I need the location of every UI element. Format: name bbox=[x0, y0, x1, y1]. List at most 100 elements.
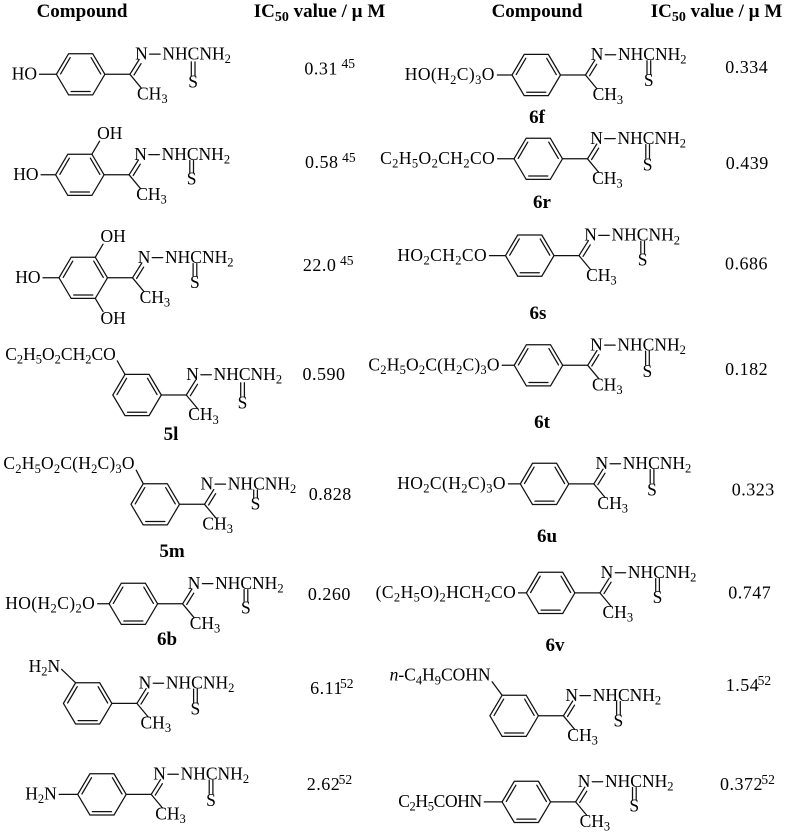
svg-text:S: S bbox=[187, 169, 197, 189]
svg-text:0.58: 0.58 bbox=[305, 152, 339, 172]
svg-text:22.0: 22.0 bbox=[303, 255, 337, 275]
svg-text:N: N bbox=[596, 453, 609, 473]
svg-text:OH: OH bbox=[97, 123, 123, 143]
svg-text:NHCNH2: NHCNH2 bbox=[215, 573, 283, 596]
svg-text:Compound: Compound bbox=[492, 1, 583, 22]
svg-text:S: S bbox=[251, 494, 261, 514]
svg-text:CH3: CH3 bbox=[592, 168, 623, 191]
svg-text:OH: OH bbox=[101, 226, 127, 246]
svg-text:N: N bbox=[590, 128, 603, 148]
svg-text:HO: HO bbox=[15, 267, 40, 287]
svg-text:H2N: H2N bbox=[25, 784, 57, 807]
svg-text:HO(H2C)3O: HO(H2C)3O bbox=[405, 64, 495, 87]
svg-text:CH3: CH3 bbox=[136, 184, 167, 207]
svg-text:CH3: CH3 bbox=[190, 613, 221, 636]
svg-text:0.31: 0.31 bbox=[304, 58, 338, 78]
svg-text:0.686: 0.686 bbox=[725, 253, 768, 273]
svg-text:S: S bbox=[643, 361, 653, 381]
svg-text:S: S bbox=[643, 154, 653, 174]
svg-text:IC50 value / µ M: IC50 value / µ M bbox=[254, 1, 386, 25]
svg-text:52: 52 bbox=[758, 673, 772, 688]
svg-text:52: 52 bbox=[340, 676, 354, 691]
svg-text:N: N bbox=[139, 673, 152, 693]
svg-text:S: S bbox=[241, 598, 251, 618]
svg-text:2.62: 2.62 bbox=[307, 774, 341, 794]
svg-text:CH3: CH3 bbox=[603, 602, 634, 625]
svg-text:C2H5COHN: C2H5COHN bbox=[398, 791, 482, 814]
svg-text:IC50 value / µ M: IC50 value / µ M bbox=[651, 1, 783, 25]
svg-text:0.323: 0.323 bbox=[732, 480, 775, 500]
svg-text:S: S bbox=[647, 479, 657, 499]
svg-text:CH3: CH3 bbox=[586, 265, 617, 288]
svg-text:(C2H5O)2HCH2CO: (C2H5O)2HCH2CO bbox=[376, 582, 517, 605]
svg-text:S: S bbox=[614, 711, 624, 731]
svg-text:CH3: CH3 bbox=[140, 287, 171, 310]
svg-text:6u: 6u bbox=[537, 526, 558, 547]
svg-text:0.828: 0.828 bbox=[309, 484, 352, 504]
svg-text:NHCNH2: NHCNH2 bbox=[605, 771, 673, 794]
svg-text:N: N bbox=[578, 771, 591, 791]
svg-text:45: 45 bbox=[340, 253, 354, 268]
svg-text:6v: 6v bbox=[546, 635, 566, 656]
svg-text:NHCNH2: NHCNH2 bbox=[181, 764, 249, 787]
svg-text:N: N bbox=[201, 473, 214, 493]
svg-text:6s: 6s bbox=[530, 303, 547, 324]
svg-text:CH3: CH3 bbox=[137, 84, 168, 107]
svg-text:0.590: 0.590 bbox=[303, 364, 346, 384]
svg-text:C2H5O2C(H2C)3O: C2H5O2C(H2C)3O bbox=[3, 453, 134, 476]
svg-text:S: S bbox=[206, 790, 216, 810]
svg-text:NHCNH2: NHCNH2 bbox=[618, 128, 686, 151]
svg-text:S: S bbox=[644, 70, 654, 90]
svg-text:C2H5O2CH2CO: C2H5O2CH2CO bbox=[380, 148, 495, 171]
svg-text:NHCNH2: NHCNH2 bbox=[228, 473, 296, 496]
svg-text:CH3: CH3 bbox=[597, 493, 628, 516]
svg-text:N: N bbox=[188, 573, 201, 593]
svg-text:N: N bbox=[134, 144, 147, 164]
svg-text:5l: 5l bbox=[164, 424, 179, 445]
svg-text:S: S bbox=[190, 272, 200, 292]
svg-text:NHCNH2: NHCNH2 bbox=[162, 43, 230, 66]
svg-text:NHCNH2: NHCNH2 bbox=[166, 673, 234, 696]
svg-text:N: N bbox=[590, 334, 603, 354]
svg-text:HO2C(H2C)3O: HO2C(H2C)3O bbox=[397, 473, 506, 496]
svg-text:S: S bbox=[238, 393, 248, 413]
svg-text:6r: 6r bbox=[533, 192, 552, 213]
svg-text:0.334: 0.334 bbox=[725, 57, 768, 77]
svg-text:N: N bbox=[565, 685, 578, 705]
svg-text:Compound: Compound bbox=[37, 1, 128, 22]
svg-text:6.11: 6.11 bbox=[310, 678, 343, 698]
svg-text:0.372: 0.372 bbox=[720, 774, 763, 794]
svg-text:1.54: 1.54 bbox=[726, 675, 760, 695]
svg-text:45: 45 bbox=[342, 56, 356, 71]
svg-text:n-C4H9COHN: n-C4H9COHN bbox=[390, 665, 491, 688]
svg-text:CH3: CH3 bbox=[202, 514, 233, 537]
svg-text:S: S bbox=[638, 250, 648, 270]
svg-text:NHCNH2: NHCNH2 bbox=[628, 562, 696, 585]
svg-text:NHCNH2: NHCNH2 bbox=[623, 453, 691, 476]
svg-text:CH3: CH3 bbox=[188, 404, 219, 427]
svg-text:0.747: 0.747 bbox=[728, 583, 771, 603]
svg-text:CH3: CH3 bbox=[580, 811, 611, 834]
svg-text:NHCNH2: NHCNH2 bbox=[612, 225, 680, 248]
svg-text:H2N: H2N bbox=[29, 656, 61, 679]
svg-text:C2H5O2CH2CO: C2H5O2CH2CO bbox=[5, 344, 116, 367]
svg-text:CH3: CH3 bbox=[567, 725, 598, 748]
svg-text:CH3: CH3 bbox=[155, 804, 186, 827]
svg-text:N: N bbox=[591, 44, 604, 64]
svg-text:N: N bbox=[138, 247, 151, 267]
svg-text:N: N bbox=[153, 764, 166, 784]
svg-text:5m: 5m bbox=[159, 541, 185, 562]
svg-text:6t: 6t bbox=[534, 412, 551, 433]
svg-text:NHCNH2: NHCNH2 bbox=[162, 144, 230, 167]
svg-text:6b: 6b bbox=[157, 629, 177, 650]
svg-text:CH3: CH3 bbox=[593, 84, 624, 107]
svg-text:S: S bbox=[653, 587, 663, 607]
svg-text:CH3: CH3 bbox=[141, 713, 172, 736]
svg-text:52: 52 bbox=[761, 772, 775, 787]
svg-text:NHCNH2: NHCNH2 bbox=[214, 364, 282, 387]
svg-text:NHCNH2: NHCNH2 bbox=[165, 247, 233, 270]
svg-text:52: 52 bbox=[339, 772, 353, 787]
svg-text:6f: 6f bbox=[529, 107, 546, 128]
svg-text:N: N bbox=[601, 562, 614, 582]
svg-text:HO(H2C)2O: HO(H2C)2O bbox=[5, 593, 95, 616]
